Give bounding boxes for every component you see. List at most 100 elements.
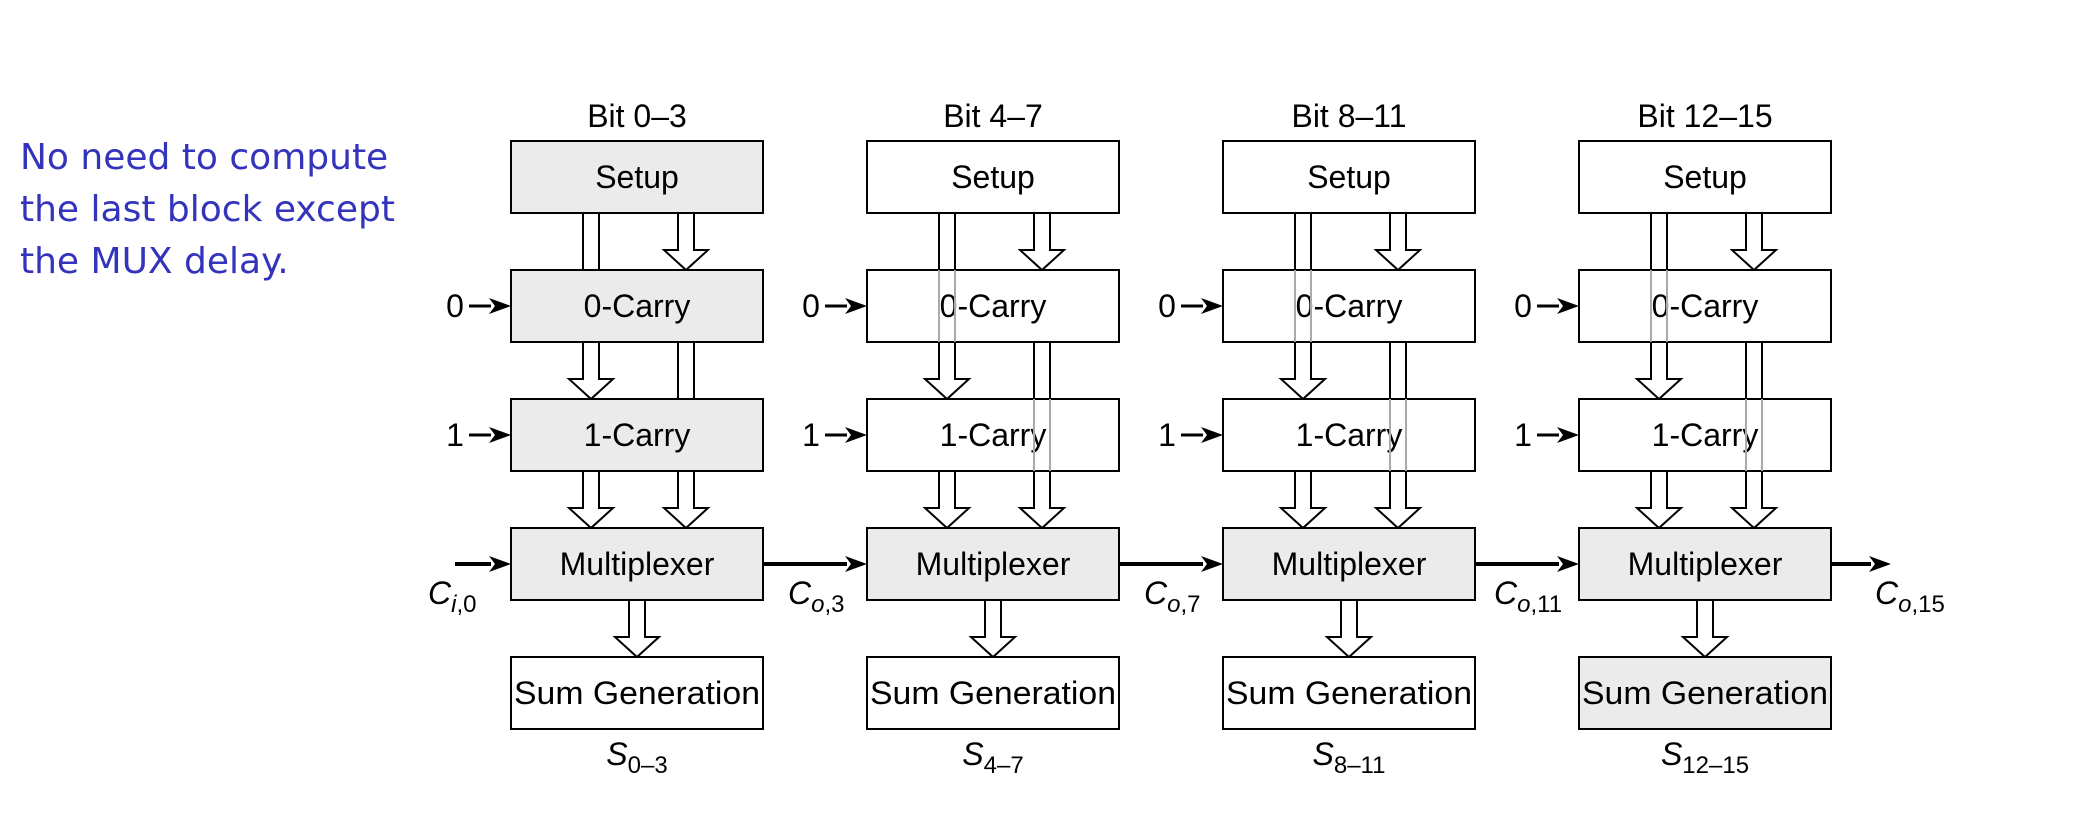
- pipe-arrow-outline: [1729, 471, 1779, 530]
- arrow-head: [1557, 298, 1579, 314]
- sum-output-label-1: S4–7: [962, 736, 1023, 779]
- pipe-fill: [1295, 213, 1311, 271]
- pipe-arrow-outline: [968, 600, 1018, 659]
- pipe-arrow-outline: [661, 471, 711, 530]
- setup-box-1: [866, 140, 1120, 214]
- setup-box-0: [510, 140, 764, 214]
- carry-label-base: C: [428, 575, 452, 611]
- zero-carry-box-3: [1578, 269, 1832, 343]
- pipe-fill: [678, 342, 694, 400]
- zero-carry-box-1: [866, 269, 1120, 343]
- carry-label-sub-italic: i: [451, 591, 457, 618]
- zero-carry-box-2: [1222, 269, 1476, 343]
- carry-label-sub: ,3: [824, 591, 844, 618]
- arrow-head: [1557, 556, 1579, 572]
- carry1-input-arrow-3: [1537, 427, 1579, 443]
- carry-chain-arrow-2: [1475, 556, 1579, 572]
- sum-generation-box-3: [1578, 656, 1832, 730]
- sum-output-base: S: [606, 736, 627, 772]
- carry-label-sub-italic: o: [1167, 591, 1180, 618]
- pipe-arrow-outline: [661, 213, 711, 272]
- pipe-setup-to-carry0-1: [1017, 213, 1067, 272]
- one-carry-box-label-2: 1-Carry: [1296, 417, 1403, 453]
- carry0-input-label-0: 0: [446, 288, 464, 324]
- pipe-fill: [1746, 342, 1762, 400]
- pipe-mux-to-sum-3: [1680, 600, 1730, 659]
- pipe-arrow-outline: [566, 471, 616, 530]
- pipe-left-to-carry1-2: [1278, 342, 1328, 401]
- pipe-arrow-outline: [1017, 471, 1067, 530]
- carry-label-base: C: [788, 575, 812, 611]
- pipe-right-bypass-3: [1745, 342, 1763, 400]
- sum-output-base: S: [1661, 736, 1682, 772]
- arrow-head: [1201, 427, 1223, 443]
- pipe-carry1-right-to-mux-0: [661, 471, 711, 530]
- carry1-input-label-3: 1: [1514, 417, 1532, 453]
- arrow-head: [489, 298, 511, 314]
- carry-label-sub: ,11: [1530, 591, 1562, 618]
- carry1-input-label-2: 1: [1158, 417, 1176, 453]
- pipe-arrow-outline: [1729, 213, 1779, 272]
- pipe-carry1-right-to-mux-2: [1373, 471, 1423, 530]
- setup-box-label-3: Setup: [1663, 159, 1747, 195]
- pipe-left-to-carry1-1: [922, 342, 972, 401]
- pipe-setup-left-2: [1294, 213, 1312, 271]
- carry1-input-label-1: 1: [802, 417, 820, 453]
- note-line-1: No need to compute: [20, 137, 389, 178]
- zero-carry-box-label-3: 0-Carry: [1652, 288, 1759, 324]
- pipe-arrow-outline: [922, 471, 972, 530]
- pipe-arrow-outline: [1634, 471, 1684, 530]
- block-header-2: Bit 8–11: [1291, 98, 1406, 134]
- sum-generation-box-label-1: Sum Generation: [870, 675, 1116, 711]
- pipe-fill: [1034, 342, 1050, 400]
- carry-label-sub-italic: o: [1517, 591, 1530, 618]
- setup-box-3: [1578, 140, 1832, 214]
- carry-label-sub: ,7: [1180, 591, 1200, 618]
- carry1-input-arrow-1: [825, 427, 867, 443]
- pipe-arrow-outline: [1278, 471, 1328, 530]
- pipe-arrow-outline: [1373, 213, 1423, 272]
- carry1-input-label-0: 1: [446, 417, 464, 453]
- arrow-head: [489, 427, 511, 443]
- pipe-right-bypass-0: [677, 342, 695, 400]
- sum-output-sub: 0–3: [628, 752, 668, 779]
- carry-label-base: C: [1494, 575, 1518, 611]
- pipe-right-bypass-2: [1389, 342, 1407, 400]
- pipe-arrow-outline: [612, 600, 662, 659]
- one-carry-box-1: [866, 398, 1120, 472]
- setup-box-2: [1222, 140, 1476, 214]
- pipe-carry1-left-to-mux-1: [922, 471, 972, 530]
- pipe-carry1-left-to-mux-2: [1278, 471, 1328, 530]
- pipe-arrow-outline: [1017, 213, 1067, 272]
- pipe-setup-to-carry0-2: [1373, 213, 1423, 272]
- carry0-input-label-1: 0: [802, 288, 820, 324]
- multiplexer-box-label-3: Multiplexer: [1628, 546, 1783, 582]
- pipe-right-bypass-1: [1033, 342, 1051, 400]
- sum-output-sub: 8–11: [1334, 752, 1386, 779]
- carry-label-sub-italic: o: [811, 591, 824, 618]
- carry-in-arrow: [455, 556, 511, 572]
- carry-label-base: C: [1144, 575, 1168, 611]
- carry-label-4: Co,15: [1875, 575, 1945, 618]
- sum-generation-box-1: [866, 656, 1120, 730]
- pipe-mux-to-sum-2: [1324, 600, 1374, 659]
- pipe-arrow-outline: [566, 342, 616, 401]
- sum-output-label-2: S8–11: [1313, 736, 1386, 779]
- pipe-carry1-right-to-mux-1: [1017, 471, 1067, 530]
- carry-chain-arrow-1: [1119, 556, 1223, 572]
- carry0-input-arrow-2: [1181, 298, 1223, 314]
- pipe-arrow-outline: [1278, 342, 1328, 401]
- carry-label-1: Co,3: [788, 575, 844, 618]
- sum-output-sub: 12–15: [1682, 752, 1749, 779]
- pipe-left-to-carry1-0: [566, 342, 616, 401]
- carry-label-2: Co,7: [1144, 575, 1200, 618]
- pipe-carry1-left-to-mux-3: [1634, 471, 1684, 530]
- carry0-input-arrow-3: [1537, 298, 1579, 314]
- multiplexer-box-label-1: Multiplexer: [916, 546, 1071, 582]
- multiplexer-box-0: [510, 527, 764, 601]
- pipe-fill: [583, 213, 599, 271]
- sum-generation-box-0: [510, 656, 764, 730]
- carry-label-3: Co,11: [1494, 575, 1562, 618]
- multiplexer-box-label-2: Multiplexer: [1272, 546, 1427, 582]
